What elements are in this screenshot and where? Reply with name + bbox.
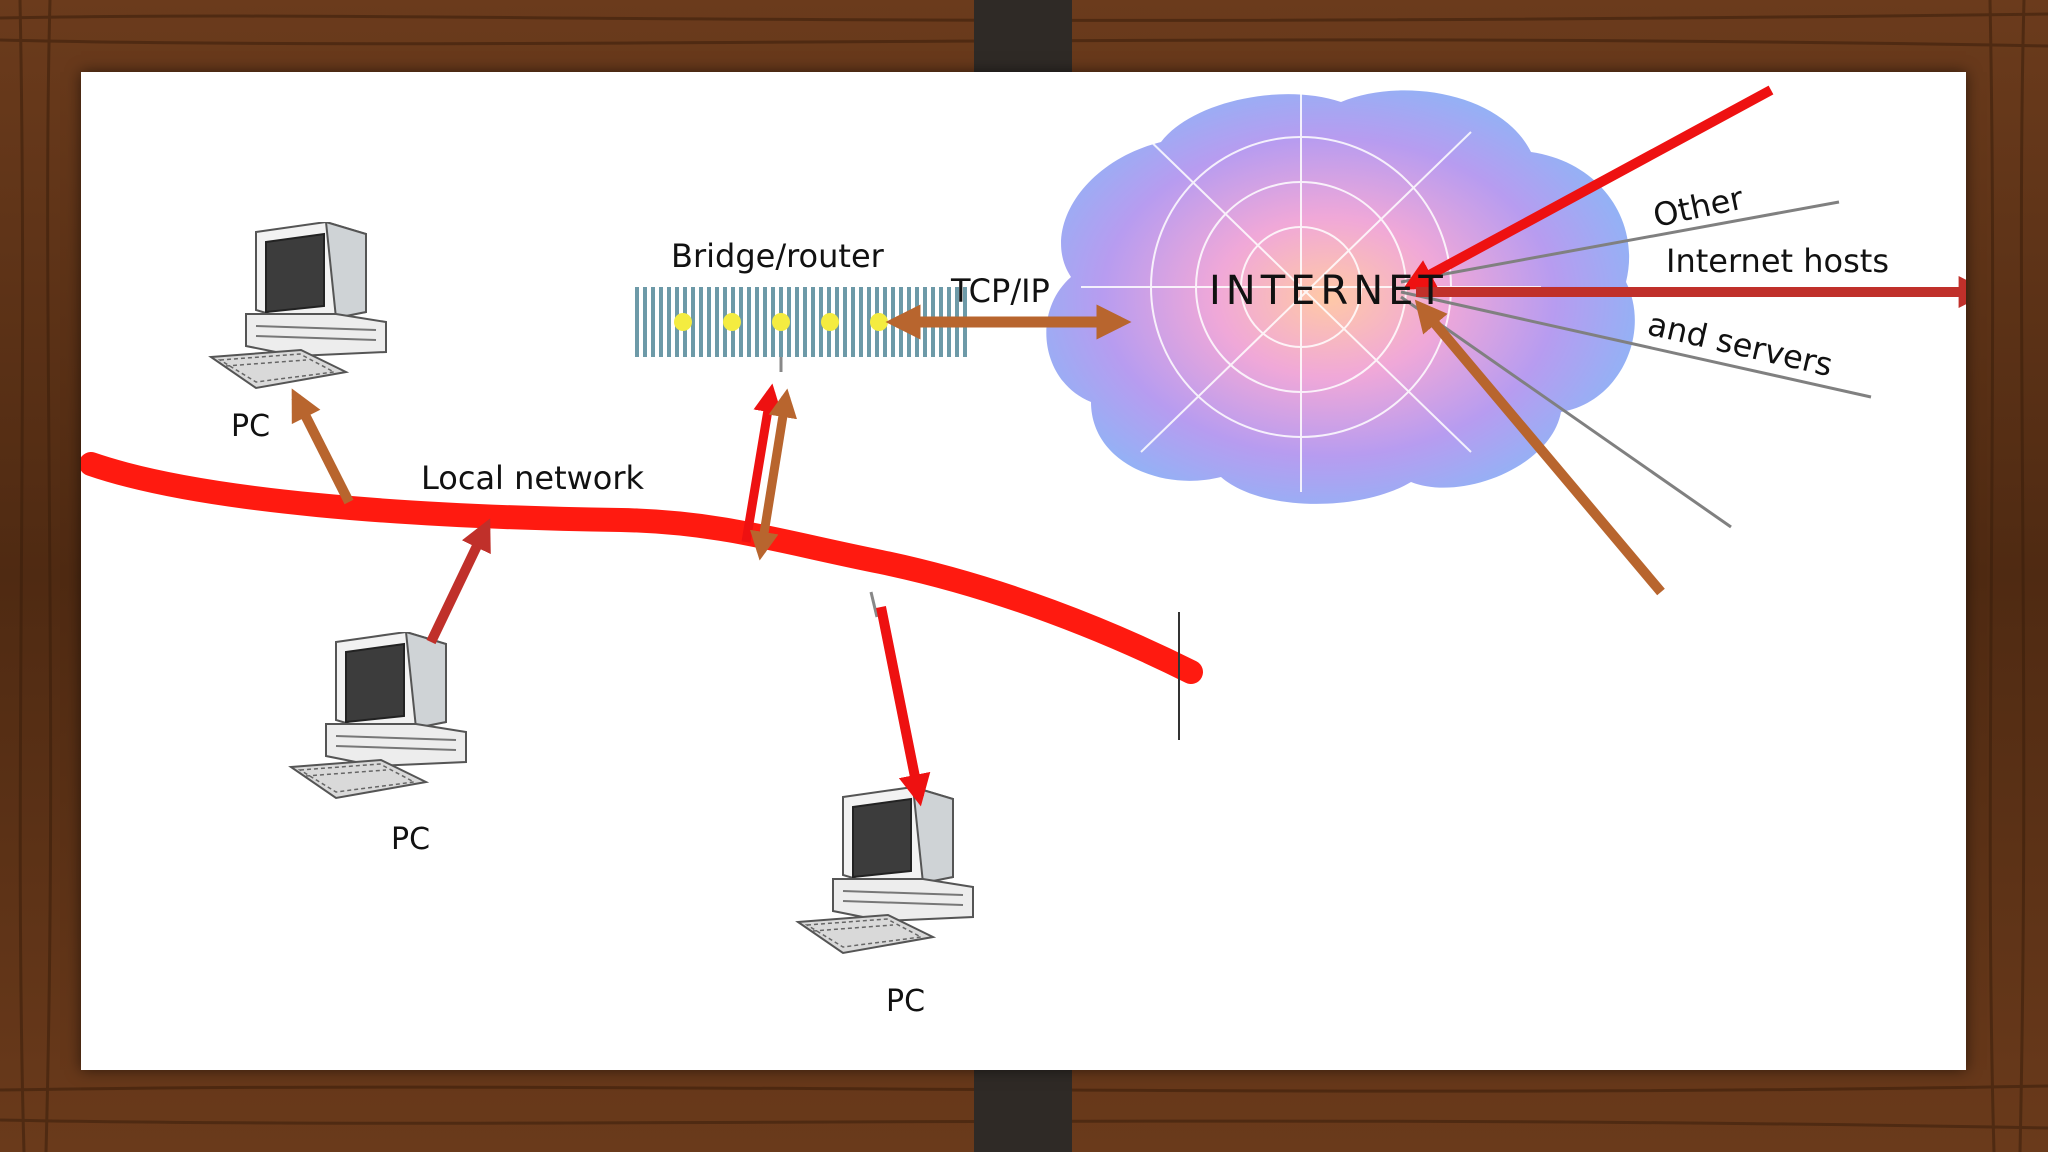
bridge-router	[635, 287, 967, 372]
and-servers-label: and servers	[1644, 305, 1836, 384]
router-led	[821, 313, 839, 331]
bridge-router-label: Bridge/router	[671, 237, 885, 275]
local-network-cable	[81, 452, 1203, 684]
arrow-outside-to-internet-red	[1402, 85, 1774, 290]
arrow-router-cable-brown	[749, 388, 798, 561]
pc-bottom-label: PC	[886, 984, 925, 1019]
pc-top-left	[210, 222, 387, 389]
router-led	[723, 313, 741, 331]
slide: Bridge/router TCP/IP INTERNET Local netw…	[81, 72, 1966, 1070]
arrow-outside-to-internet-brown	[1414, 299, 1665, 596]
arrow-cable-to-pc-top-left	[291, 388, 354, 505]
router-led	[772, 313, 790, 331]
local-network-label: Local network	[421, 459, 645, 497]
arrow-cable-to-pc-bottom	[876, 606, 931, 807]
internet-label: INTERNET	[1209, 268, 1448, 314]
arrow-pc-mid-to-cable	[426, 518, 491, 645]
pc-bottom	[797, 787, 974, 954]
tcp-ip-label: TCP/IP	[950, 272, 1050, 310]
pc-mid-left	[290, 632, 467, 799]
network-diagram: Bridge/router TCP/IP INTERNET Local netw…	[81, 85, 1966, 1019]
router-led	[674, 313, 692, 331]
internet-host-lines	[1400, 200, 1872, 529]
pc-mid-left-label: PC	[391, 822, 430, 857]
internet-hosts-label: Internet hosts	[1666, 242, 1889, 280]
pc-top-left-label: PC	[231, 409, 270, 444]
router-led	[870, 313, 888, 331]
